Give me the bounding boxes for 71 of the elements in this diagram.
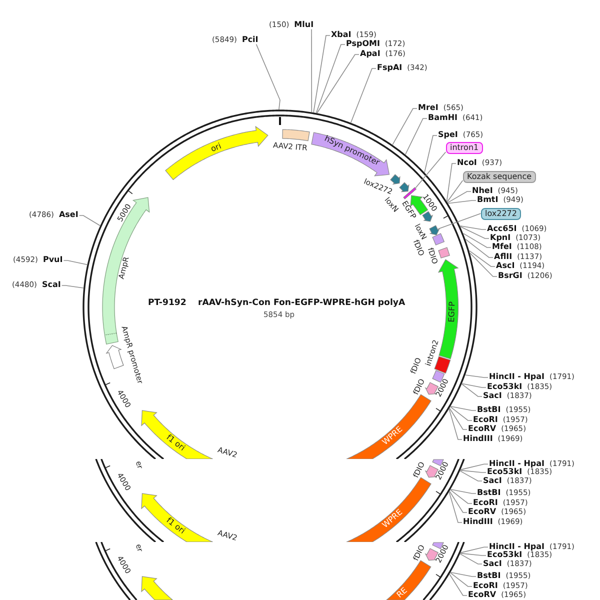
leader-line	[450, 406, 472, 421]
leader-line	[465, 238, 494, 258]
leader-line	[448, 200, 476, 204]
directional-feature	[141, 576, 174, 600]
feature-label: EGFP	[447, 302, 456, 322]
leader-line	[316, 44, 346, 114]
leader-line	[63, 260, 88, 265]
feature-callout: Kozak sequence	[463, 170, 536, 182]
leader-line	[450, 572, 472, 587]
leader-line	[450, 572, 476, 577]
leader-line	[449, 490, 468, 513]
leader-line	[465, 374, 488, 378]
leader-line	[61, 285, 84, 288]
leader-line	[446, 180, 464, 202]
feature-callout: lox2272	[481, 208, 521, 220]
feature-label: RE	[395, 586, 409, 600]
leader-line	[460, 470, 486, 473]
leader-line	[256, 44, 280, 110]
directional-feature	[141, 410, 214, 459]
leader-line	[462, 383, 486, 388]
leader-line	[448, 408, 462, 440]
feature-box	[432, 233, 446, 246]
directional-feature	[165, 126, 268, 180]
directional-feature	[346, 476, 432, 542]
leader-line	[438, 213, 482, 230]
directional-feature	[422, 211, 433, 222]
leader-line	[460, 546, 488, 554]
feature-box	[438, 246, 450, 258]
leader-line	[460, 470, 482, 482]
leader-line	[405, 118, 428, 155]
plasmid-name: rAAV-hSyn-Con Fon-EGFP-WPRE-hGH polyA	[198, 298, 406, 308]
leader-line	[446, 163, 456, 202]
leader-line	[460, 226, 490, 239]
leader-line	[461, 384, 482, 397]
leader-line	[450, 489, 472, 504]
feature-label: ori	[209, 142, 222, 154]
directional-feature	[429, 224, 440, 236]
feature-bar	[402, 186, 416, 200]
leader-line	[468, 250, 496, 267]
leader-line	[415, 152, 446, 188]
leader-line	[462, 233, 492, 248]
leader-line	[78, 215, 100, 226]
directional-feature	[346, 394, 432, 459]
feature-label: f1 ori	[164, 516, 186, 536]
leader-line	[392, 108, 418, 146]
directional-feature	[386, 560, 432, 600]
leader-line	[448, 492, 462, 523]
leader-line	[460, 225, 486, 230]
leader-line	[470, 252, 498, 277]
directional-feature	[390, 174, 401, 184]
leader-line	[460, 554, 482, 564]
leader-line	[460, 464, 488, 470]
feature-box	[282, 128, 310, 141]
directional-feature	[438, 259, 458, 360]
feature-callout: intron1	[446, 142, 483, 154]
directional-feature	[311, 132, 390, 176]
leader-line	[313, 35, 330, 113]
leader-line	[311, 28, 312, 112]
directional-feature	[399, 182, 410, 192]
leader-line	[316, 54, 360, 114]
leader-line	[449, 574, 468, 596]
feature-label: f1 ori	[164, 433, 186, 453]
leader-line	[450, 489, 476, 494]
leader-line	[460, 552, 486, 556]
leader-line	[449, 408, 468, 430]
leader-line	[424, 135, 438, 173]
plasmid-id: PT-9192	[148, 298, 186, 308]
directional-feature	[141, 493, 214, 542]
leader-line	[447, 191, 472, 204]
leader-line	[450, 406, 476, 411]
leader-line	[350, 68, 376, 124]
